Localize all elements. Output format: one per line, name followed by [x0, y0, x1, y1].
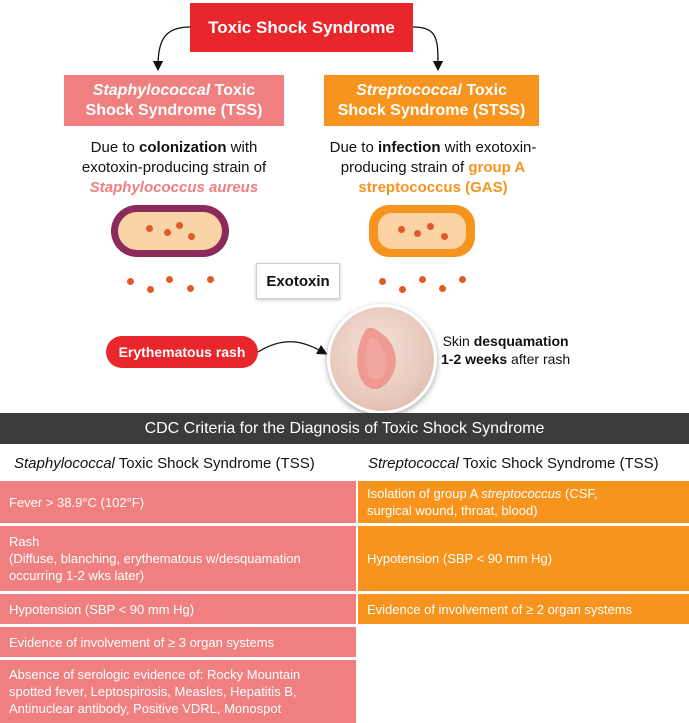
staph-criterion-organs: Evidence of involvement of ≥ 3 organ sys… — [0, 627, 356, 657]
staph-desc-line2: exotoxin-producing strain of — [81, 159, 267, 176]
desq-bold1: desquamation — [473, 333, 569, 349]
erythematous-rash-label: Erythematous rash — [106, 336, 258, 368]
staph-name-rest: Toxic — [210, 81, 256, 99]
staph-tss-box: Staphylococcal Toxic Shock Syndrome (TSS… — [64, 75, 284, 126]
strep-criterion-hypotension: Hypotension (SBP < 90 mm Hg) — [358, 526, 689, 591]
desq-bold2: 1-2 weeks — [441, 351, 508, 367]
staph-criterion-text: spotted fever, Leptospirosis, Measles, H… — [9, 684, 297, 699]
staph-criterion-text: Fever > 38.9°C (102°F) — [9, 494, 145, 510]
strep-bacterium-icon — [369, 205, 475, 257]
staph-criterion-rash: Rash (Diffuse, blanching, erythematous w… — [0, 526, 356, 591]
strep-criterion-isolation: Isolation of group A streptococcus (CSF,… — [358, 481, 689, 523]
strep-column-header: Streptococcal Toxic Shock Syndrome (TSS) — [368, 455, 659, 472]
desq-pre: Skin — [442, 333, 474, 349]
strep-organism-1: group A — [468, 159, 526, 176]
staph-desc-bold: colonization — [139, 139, 227, 156]
strep-criterion-italic: streptococcus — [481, 486, 562, 501]
staph-desc-post: with — [226, 139, 258, 156]
strep-col-rest: Toxic Shock Syndrome (TSS) — [458, 455, 659, 472]
exotoxin-label: Exotoxin — [256, 263, 340, 299]
staph-description: Due to colonization with exotoxin-produc… — [40, 138, 308, 198]
staph-name-italic: Staphylococcal — [92, 81, 211, 99]
strep-name-line2: Shock Syndrome (STSS) — [337, 101, 526, 119]
skin-desquamation-photo — [327, 304, 437, 414]
staph-criterion-text: Absence of serologic evidence of: Rocky … — [9, 667, 301, 682]
staph-criterion-text: Evidence of involvement of ≥ 3 organ sys… — [9, 634, 275, 650]
strep-criterion-text: Hypotension (SBP < 90 mm Hg) — [367, 551, 553, 566]
strep-description: Due to infection with exotoxin- producin… — [302, 138, 564, 198]
strep-organism-2: streptococcus (GAS) — [358, 179, 508, 196]
strep-criterion-text: Isolation of group A — [367, 486, 482, 501]
staph-column-header: Staphylococcal Toxic Shock Syndrome (TSS… — [14, 455, 315, 472]
strep-criterion-text: Evidence of involvement of ≥ 2 organ sys… — [367, 601, 633, 617]
staph-organism: Staphylococcus aureus — [89, 179, 259, 196]
staph-criterion-hypotension: Hypotension (SBP < 90 mm Hg) — [0, 594, 356, 624]
staph-criterion-text: occurring 1-2 wks later) — [9, 568, 145, 583]
strep-criterion-text: surgical wound, throat, blood) — [367, 503, 538, 518]
staph-criterion-text: (Diffuse, blanching, erythematous w/desq… — [9, 551, 301, 566]
strep-name-rest: Toxic — [461, 81, 507, 99]
staph-criterion-serology: Absence of serologic evidence of: Rocky … — [0, 660, 356, 723]
desquamation-note: Skin desquamation 1-2 weeks after rash — [441, 332, 570, 368]
strep-desc-bold: infection — [378, 139, 441, 156]
arrow-to-strep — [412, 26, 444, 72]
staph-criterion-text: Hypotension (SBP < 90 mm Hg) — [9, 601, 195, 617]
criteria-header: CDC Criteria for the Diagnosis of Toxic … — [0, 413, 689, 444]
peeling-skin-icon — [357, 327, 396, 390]
strep-name-italic: Streptococcal — [356, 81, 462, 99]
strep-desc-pre: Due to — [329, 139, 378, 156]
strep-col-italic: Streptococcal — [368, 455, 459, 472]
staph-name-line2: Shock Syndrome (TSS) — [85, 101, 263, 119]
staph-col-rest: Toxic Shock Syndrome (TSS) — [114, 455, 315, 472]
staph-bacterium-icon — [111, 205, 229, 257]
strep-criterion-text: (CSF, — [561, 486, 598, 501]
arrow-to-staph — [152, 26, 191, 72]
staph-criterion-text: Rash — [9, 534, 40, 549]
strep-criterion-organs: Evidence of involvement of ≥ 2 organ sys… — [358, 594, 689, 624]
desq-post: after rash — [507, 351, 571, 367]
strep-desc-post: with exotoxin- — [440, 139, 537, 156]
strep-desc-line2: producing strain of — [340, 159, 469, 176]
page-title: Toxic Shock Syndrome — [190, 3, 413, 52]
staph-criterion-fever: Fever > 38.9°C (102°F) — [0, 481, 356, 523]
branch-arrows — [152, 26, 444, 72]
staph-criterion-text: Antinuclear antibody, Positive VDRL, Mon… — [9, 701, 282, 716]
strep-stss-box: Streptococcal Toxic Shock Syndrome (STSS… — [324, 75, 539, 126]
staph-desc-pre: Due to — [90, 139, 140, 156]
staph-col-italic: Staphylococcal — [14, 455, 115, 472]
